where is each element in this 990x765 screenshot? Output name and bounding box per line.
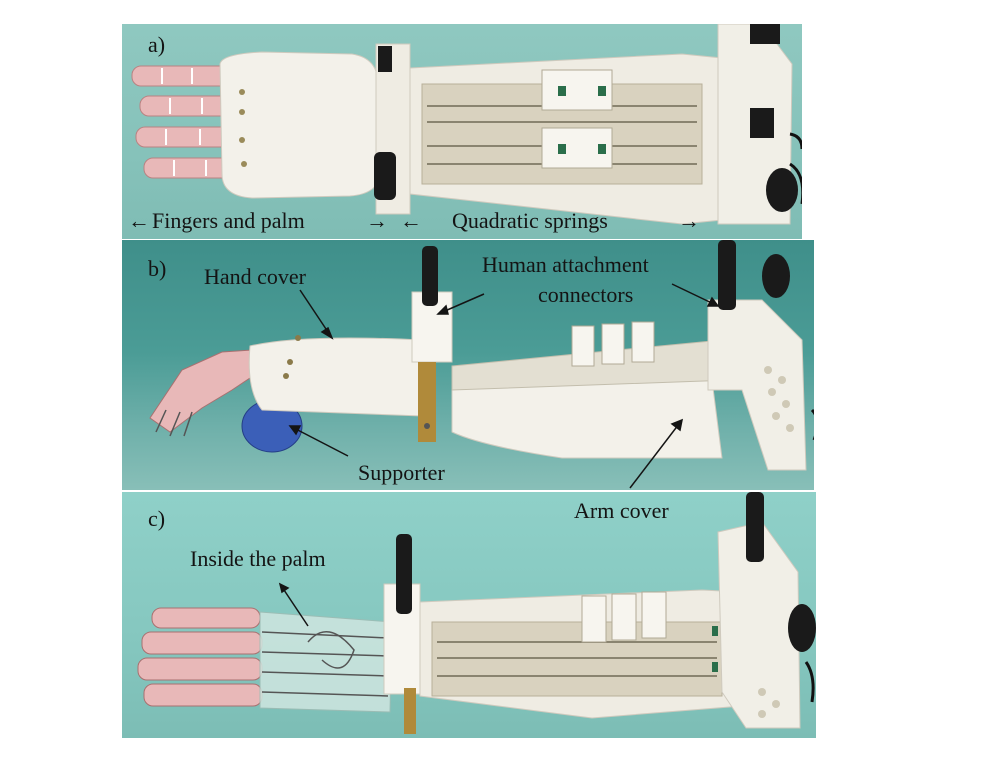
fingers-and-palm-label: Fingers and palm [152, 208, 305, 233]
supporter-label: Supporter [358, 460, 445, 485]
panel-b-device-illustration [149, 240, 814, 489]
quadratic-springs-label: Quadratic springs [452, 208, 608, 233]
fingers-and-palm-left-arrow: ← [128, 208, 150, 233]
panel-a-tag: a) [148, 32, 166, 57]
fingers-and-palm-right-arrow: → [366, 208, 388, 233]
quadratic-springs-left-arrow: ← [400, 208, 422, 233]
panel-c-tag: c) [148, 506, 166, 531]
hand-cover-label: Hand cover [204, 264, 307, 289]
human-attachment-label-line1: Human attachment [482, 252, 649, 277]
human-attachment-label-line2: connectors [538, 282, 634, 307]
panel-c-photo: c) Inside the palm [122, 492, 816, 738]
arm-cover-label: Arm cover [574, 498, 669, 523]
quadratic-springs-right-arrow: → [678, 208, 700, 233]
panel-b-photo: b) Hand cover Human attachment connector… [122, 240, 814, 490]
panel-a-photo: a) ← Fingers and palm → ← Quadratic spri… [122, 24, 802, 239]
inside-the-palm-label: Inside the palm [190, 546, 326, 571]
panel-b-tag: b) [148, 256, 167, 281]
panel-c-device-illustration [137, 492, 816, 734]
panel-a-device-illustration [131, 24, 802, 225]
